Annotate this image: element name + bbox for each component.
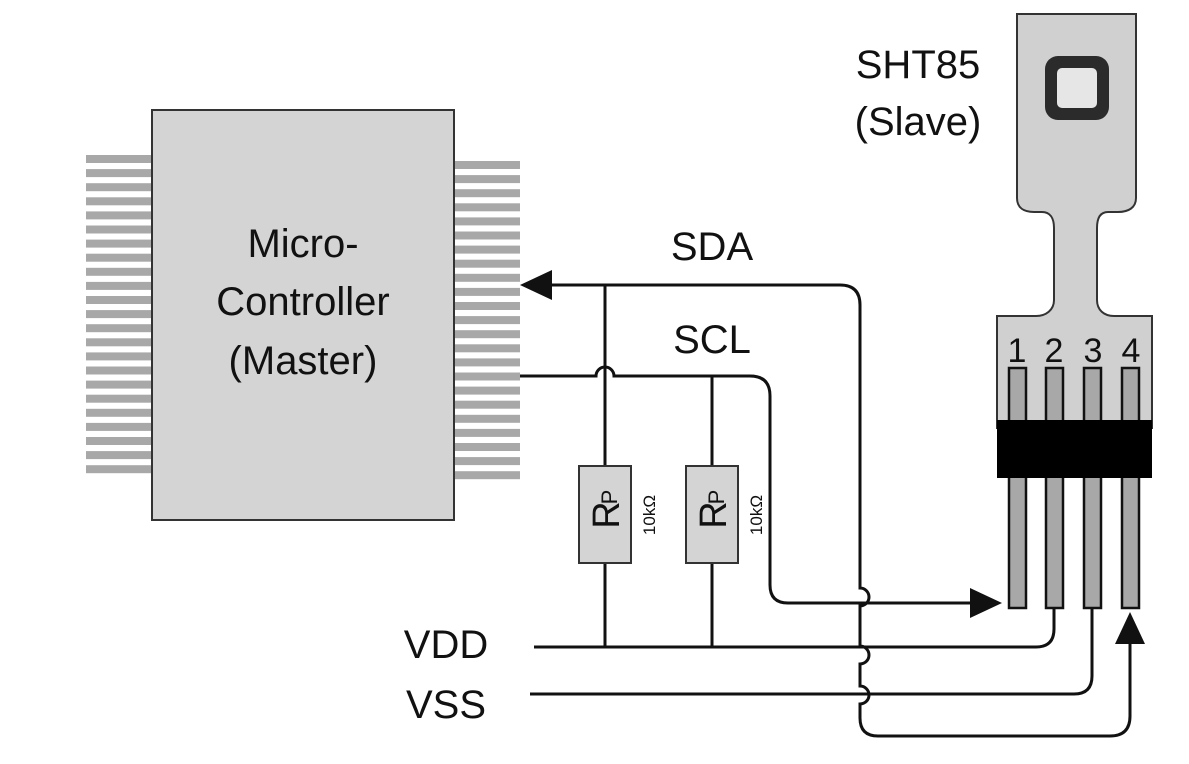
mcu-left-pin bbox=[86, 422, 154, 431]
mcu-right-pin bbox=[452, 287, 520, 296]
mcu-right-pins bbox=[452, 161, 520, 480]
mcu-left-pin bbox=[86, 155, 154, 163]
sensor-role: (Slave) bbox=[855, 100, 982, 144]
mcu-label-line1: Micro- bbox=[247, 222, 358, 266]
mcu-left-pin bbox=[86, 437, 154, 445]
sensor-lead-3 bbox=[1082, 366, 1103, 610]
mcu-right-pin bbox=[452, 400, 520, 409]
mcu-right-pin bbox=[452, 175, 520, 184]
sensor-pin-number-2: 2 bbox=[1045, 332, 1064, 370]
mcu-right-pin bbox=[452, 231, 520, 240]
mcu-right-pin bbox=[452, 330, 520, 339]
mcu-left-pin bbox=[86, 310, 154, 319]
sensor-pin-number-1: 1 bbox=[1008, 332, 1027, 370]
sensor-pin-number-3: 3 bbox=[1084, 332, 1103, 370]
sensor-connector-band bbox=[997, 420, 1152, 478]
mcu-left-pin bbox=[86, 380, 154, 389]
mcu-left-pin bbox=[86, 253, 154, 262]
mcu-left-pin bbox=[86, 211, 154, 220]
mcu-right-pin bbox=[452, 471, 520, 480]
mcu-right-pin bbox=[452, 316, 520, 325]
mcu-left-pin bbox=[86, 408, 154, 417]
mcu-left-pin bbox=[86, 324, 154, 333]
mcu-left-pin bbox=[86, 267, 154, 276]
mcu-right-pin bbox=[452, 161, 520, 169]
microcontroller-chip bbox=[151, 109, 455, 521]
mcu-right-pin bbox=[452, 386, 520, 395]
mcu-right-pin bbox=[452, 259, 520, 268]
sensor-name: SHT85 bbox=[856, 43, 981, 87]
pullup-resistor-scl bbox=[685, 465, 739, 564]
rp1-value: 10kΩ bbox=[640, 495, 659, 535]
sda-wire bbox=[545, 283, 1132, 738]
rp1-subscript: P bbox=[597, 490, 622, 505]
mcu-left-pins bbox=[86, 155, 154, 474]
mcu-right-pin bbox=[452, 457, 520, 466]
mcu-right-pin bbox=[452, 302, 520, 310]
mcu-left-pin bbox=[86, 296, 154, 304]
mcu-right-pin bbox=[452, 358, 520, 367]
vdd-label: VDD bbox=[404, 623, 488, 667]
mcu-right-pin bbox=[452, 245, 520, 254]
sensor-lead-1 bbox=[1007, 366, 1028, 610]
mcu-left-pin bbox=[86, 183, 154, 192]
mcu-label-line2: Controller bbox=[216, 280, 389, 324]
scl-arrowhead bbox=[970, 588, 1002, 618]
mcu-right-pin bbox=[452, 344, 520, 353]
mcu-left-pin bbox=[86, 394, 154, 403]
mcu-left-pin bbox=[86, 366, 154, 375]
mcu-right-pin bbox=[452, 189, 520, 198]
vss-label: VSS bbox=[406, 683, 486, 727]
sda-label: SDA bbox=[671, 225, 754, 269]
scl-wire bbox=[520, 365, 970, 605]
mcu-left-pin bbox=[86, 451, 154, 460]
mcu-label-line3: (Master) bbox=[229, 339, 378, 383]
sensor-lead-4 bbox=[1120, 366, 1141, 610]
mcu-right-pin bbox=[452, 372, 520, 381]
mcu-left-pin bbox=[86, 338, 154, 347]
mcu-left-pin bbox=[86, 352, 154, 361]
mcu-left-pin bbox=[86, 169, 154, 178]
mcu-right-pin bbox=[452, 273, 520, 282]
mcu-left-pin bbox=[86, 197, 154, 206]
pin4-arrowhead bbox=[1115, 612, 1145, 644]
mcu-left-pin bbox=[86, 225, 154, 234]
pullup-resistor-sda bbox=[578, 465, 632, 564]
rp2-value: 10kΩ bbox=[747, 495, 766, 535]
mcu-right-pin bbox=[452, 428, 520, 437]
rp1-symbol: R bbox=[586, 501, 628, 528]
sensor-pin-number-4: 4 bbox=[1122, 332, 1141, 370]
sensor-lead-2 bbox=[1044, 366, 1065, 610]
rp2-subscript: P bbox=[704, 490, 729, 505]
vdd-wire bbox=[534, 608, 1056, 649]
vss-wire bbox=[530, 608, 1094, 696]
mcu-right-pin bbox=[452, 217, 520, 226]
mcu-left-pin bbox=[86, 239, 154, 248]
sensor-element-inner bbox=[1057, 68, 1097, 108]
mcu-right-pin bbox=[452, 443, 520, 451]
mcu-right-pin bbox=[452, 414, 520, 423]
mcu-left-pin bbox=[86, 465, 154, 474]
mcu-right-pin bbox=[452, 203, 520, 212]
sda-arrowhead bbox=[520, 270, 552, 300]
rp2-symbol: R bbox=[693, 501, 735, 528]
scl-label: SCL bbox=[673, 318, 751, 362]
mcu-left-pin bbox=[86, 281, 154, 290]
